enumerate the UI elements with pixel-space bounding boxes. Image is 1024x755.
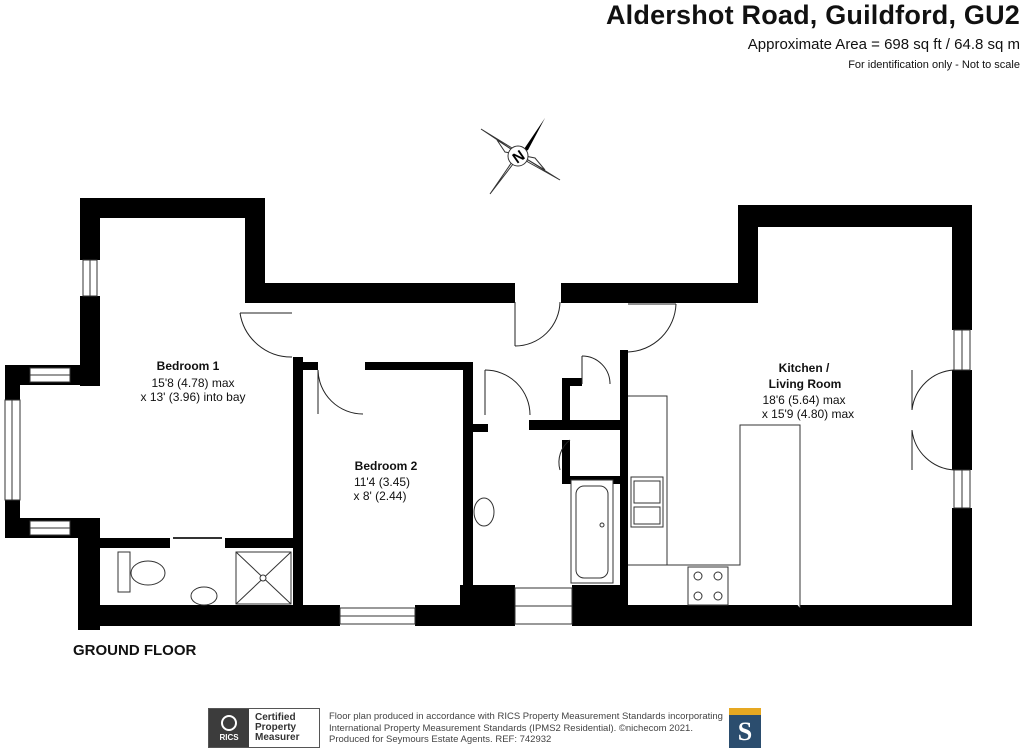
walls [5,198,972,630]
footer-line3: Produced for Seymours Estate Agents. REF… [329,734,552,745]
toilet-bowl [130,560,166,586]
badge-line3: Measurer [255,732,300,743]
approximate-area: Approximate Area = 698 sq ft / 64.8 sq m [747,36,1020,53]
bedroom1-name: Bedroom 1 [157,359,220,373]
badge-line2: Property [255,722,297,733]
windows [4,259,971,625]
bedroom2-name: Bedroom 2 [355,459,418,473]
bedroom2-dim1: 11'4 (3.45) [354,475,410,489]
rics-badge: RICS Certified Property Measurer [208,708,320,748]
footer-disclaimer: Floor plan produced in accordance with R… [329,711,729,746]
rics-logo-text: RICS [219,732,239,742]
footer-line2: International Property Measurement Stand… [329,722,693,734]
floor-label: GROUND FLOOR [73,642,197,659]
kitchen-dim1: 18'6 (5.64) max [763,393,846,407]
bedroom1-dim1: 15'8 (4.78) max [152,376,235,390]
compass-icon: N [480,118,561,195]
scale-note: For identification only - Not to scale [848,59,1020,71]
property-title: Aldershot Road, Guildford, GU2 [605,0,1020,30]
rics-logo-icon: RICS [209,709,249,747]
certified-text: Certified Property Measurer [249,713,299,743]
basin-bathroom [473,497,495,527]
bedroom2-dim2: x 8' (2.44) [354,489,407,503]
seymours-logo-icon: S [729,708,761,748]
logo-letter: S [737,717,753,746]
basin-ensuite [190,586,218,606]
kitchen-dim2: x 15'9 (4.80) max [762,407,854,421]
badge-line1: Certified [255,712,296,723]
hob [687,566,729,606]
kitchen-name-line2: Living Room [769,377,842,391]
doors [239,301,955,471]
fixtures [117,395,801,608]
footer-line1: Floor plan produced in accordance with R… [329,711,723,722]
toilet-cistern [117,551,131,593]
bedroom1-dim2: x 13' (3.96) into bay [140,390,245,404]
kitchen-name-line1: Kitchen / [779,361,830,375]
